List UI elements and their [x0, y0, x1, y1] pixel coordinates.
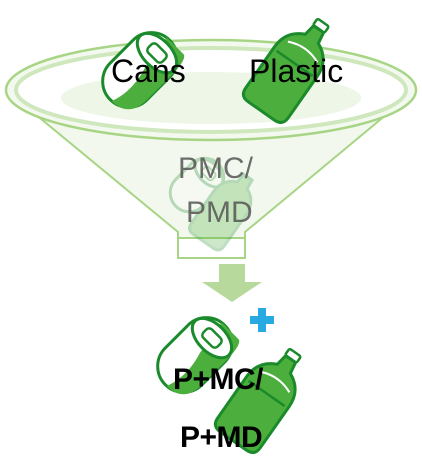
plus-icon: [250, 308, 274, 332]
bottle-icon: [213, 348, 302, 454]
pmd-label: PMD: [186, 196, 253, 229]
cans-label: Cans: [111, 53, 186, 89]
mixed-waste-icon: [168, 156, 255, 252]
result-label-line1: P+MC/: [173, 363, 264, 396]
down-arrow-icon: [202, 264, 262, 302]
bottle-icon: [241, 18, 330, 124]
plastic-label: Plastic: [249, 53, 344, 89]
can-icon: [101, 31, 185, 110]
can-icon: [156, 316, 240, 395]
pmc-label: PMC/: [178, 152, 253, 185]
result-label-line2: P+MD: [180, 421, 263, 454]
